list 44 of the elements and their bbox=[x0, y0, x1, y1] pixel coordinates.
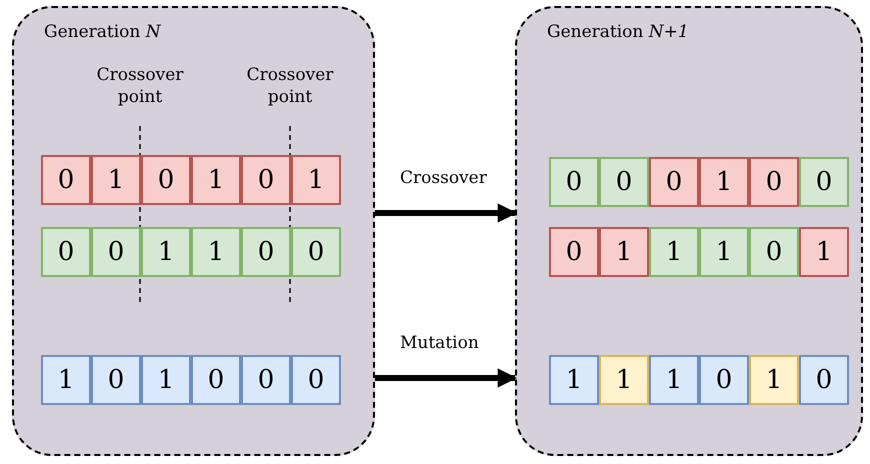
gene-cell: 0 bbox=[649, 157, 699, 207]
gene-cell: 1 bbox=[749, 355, 799, 405]
gene-cell: 0 bbox=[91, 355, 141, 405]
gene-cell: 1 bbox=[699, 157, 749, 207]
gene-cell: 0 bbox=[549, 227, 599, 277]
gene-cell: 1 bbox=[91, 155, 141, 205]
gene-cell: 0 bbox=[599, 157, 649, 207]
crossover-point-label: Crossover point bbox=[96, 64, 184, 108]
arrow bbox=[375, 368, 517, 388]
gene-cell: 0 bbox=[241, 227, 291, 277]
panel-title: Generation N bbox=[44, 22, 161, 42]
gene-cell: 1 bbox=[599, 227, 649, 277]
gene-cell: 0 bbox=[241, 355, 291, 405]
gene-cell: 1 bbox=[141, 227, 191, 277]
gene-cell: 1 bbox=[141, 355, 191, 405]
gene-cell: 1 bbox=[649, 355, 699, 405]
panel-title: Generation N+1 bbox=[547, 22, 689, 42]
gene-cell: 0 bbox=[749, 227, 799, 277]
gene-cell: 0 bbox=[91, 227, 141, 277]
gene-cell: 0 bbox=[549, 157, 599, 207]
gene-cell: 1 bbox=[549, 355, 599, 405]
gene-cell: 0 bbox=[291, 227, 341, 277]
generation-panel bbox=[515, 6, 863, 456]
gene-cell: 1 bbox=[291, 155, 341, 205]
gene-cell: 0 bbox=[41, 155, 91, 205]
gene-cell: 0 bbox=[141, 155, 191, 205]
gene-cell: 0 bbox=[241, 155, 291, 205]
gene-cell: 0 bbox=[191, 355, 241, 405]
gene-cell: 1 bbox=[649, 227, 699, 277]
gene-cell: 1 bbox=[799, 227, 849, 277]
gene-cell: 1 bbox=[191, 227, 241, 277]
gene-cell: 0 bbox=[291, 355, 341, 405]
gene-cell: 0 bbox=[799, 157, 849, 207]
gene-cell: 0 bbox=[699, 355, 749, 405]
crossover-point-label: Crossover point bbox=[246, 64, 334, 108]
gene-cell: 1 bbox=[599, 355, 649, 405]
gene-cell: 0 bbox=[799, 355, 849, 405]
gene-cell: 0 bbox=[41, 227, 91, 277]
gene-cell: 1 bbox=[191, 155, 241, 205]
gene-cell: 1 bbox=[41, 355, 91, 405]
generation-panel bbox=[12, 6, 375, 456]
gene-cell: 1 bbox=[699, 227, 749, 277]
arrow bbox=[375, 203, 517, 223]
gene-cell: 0 bbox=[749, 157, 799, 207]
